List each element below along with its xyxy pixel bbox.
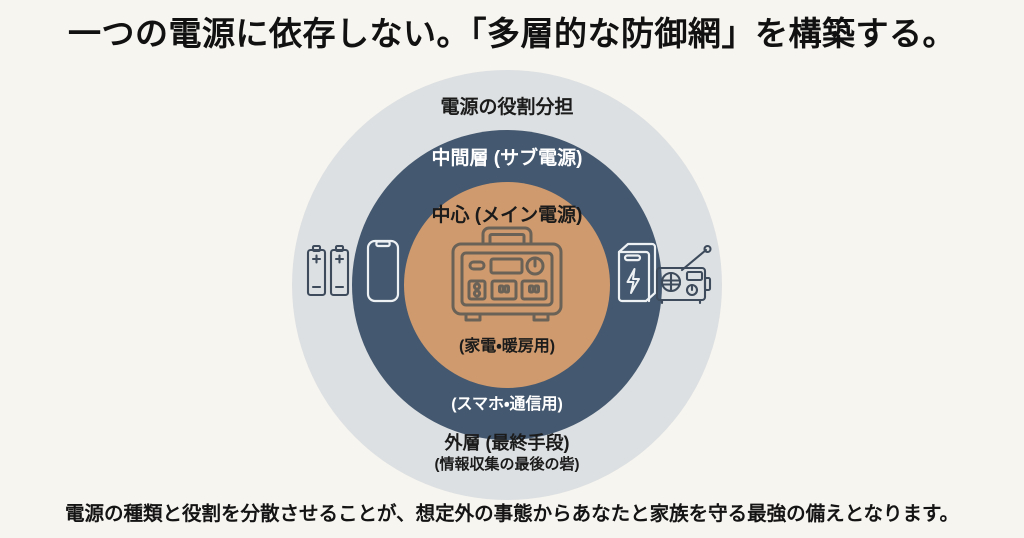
battery-icon — [304, 240, 354, 302]
radio-icon — [654, 244, 716, 305]
portable-power-station-icon — [444, 222, 570, 326]
concentric-ring-diagram: 電源の役割分担 中間層 (サブ電源) 中心 (メイン電源) (家電・暖房用) (… — [292, 70, 722, 500]
smartphone-icon — [365, 238, 401, 304]
slide-caption: 電源の種類と役割を分散させることが、想定外の事態からあなたと家族を守る最強の備え… — [64, 503, 960, 525]
power-bank-icon — [614, 238, 660, 306]
page-title: 一つの電源に依存しない。「多層的な防御網」を構築する。 — [68, 15, 956, 52]
